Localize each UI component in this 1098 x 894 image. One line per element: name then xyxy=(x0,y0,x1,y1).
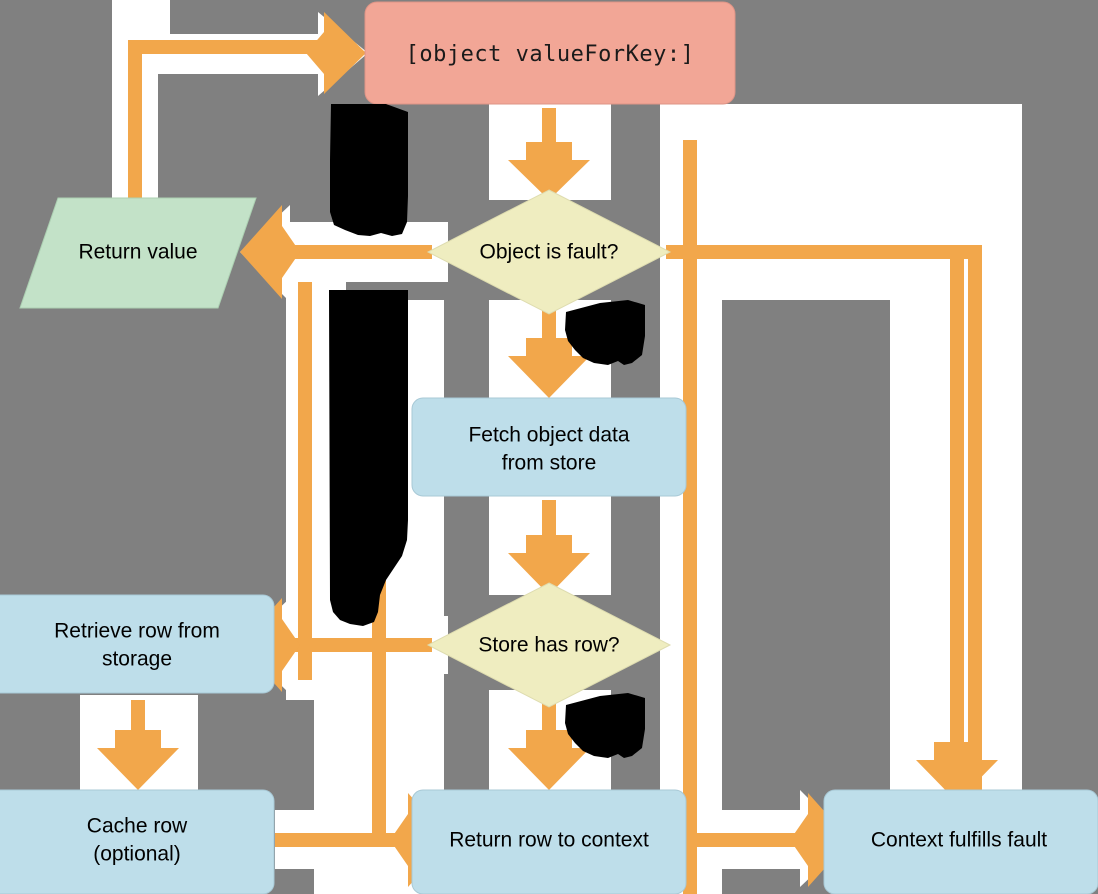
cache-row-line1: Cache row xyxy=(87,815,188,838)
node-retrieve-row[interactable]: Retrieve row from storage xyxy=(0,594,275,694)
object-is-fault-shape[interactable] xyxy=(426,189,672,315)
return-value-shape[interactable] xyxy=(19,197,257,309)
entry-box[interactable] xyxy=(364,1,736,105)
cache-row-box[interactable] xyxy=(0,789,275,894)
arrowhead-down-into-context xyxy=(916,742,998,802)
occlusion-blobs xyxy=(329,104,645,758)
arrowhead-into-cache xyxy=(97,730,179,790)
line-decision1-right-loop xyxy=(666,245,982,894)
fetch-object-data-box[interactable] xyxy=(411,397,687,497)
object-is-fault-label: Object is fault? xyxy=(480,241,619,264)
arrowhead-into-entry xyxy=(306,12,366,94)
occlusion-upper-left xyxy=(330,104,408,236)
retrieve-row-line2: storage xyxy=(102,648,172,671)
arrowhead-into-context xyxy=(790,793,850,887)
node-return-row-to-context[interactable]: Return row to context xyxy=(411,789,687,894)
store-has-row-shape[interactable] xyxy=(426,582,672,708)
arrowhead-into-return-value xyxy=(240,205,300,299)
context-fulfills-fault-box[interactable] xyxy=(823,789,1098,894)
fetch-object-data-line1: Fetch object data xyxy=(468,424,629,447)
cache-row-line2: (optional) xyxy=(93,843,181,866)
node-fetch-object-data[interactable]: Fetch object data from store xyxy=(411,397,687,497)
arrowhead-into-fetch xyxy=(508,338,590,398)
arrowhead-into-decision2 xyxy=(508,535,590,595)
node-context-fulfills-fault[interactable]: Context fulfills fault xyxy=(823,789,1098,894)
occlusion-fault-no-branch xyxy=(565,300,645,365)
line-feedback-to-entry xyxy=(128,40,330,200)
node-store-has-row[interactable]: Store has row? xyxy=(426,582,672,708)
return-row-to-context-label: Return row to context xyxy=(449,829,649,852)
return-row-to-context-box[interactable] xyxy=(411,789,687,894)
node-entry[interactable]: [object valueForKey:] xyxy=(364,1,736,105)
return-value-label: Return value xyxy=(78,241,197,264)
arrowhead-into-decision1 xyxy=(508,142,590,200)
retrieve-row-line1: Retrieve row from xyxy=(54,620,220,643)
node-return-value[interactable]: Return value xyxy=(19,197,257,309)
context-fulfills-fault-label: Context fulfills fault xyxy=(871,829,1047,852)
occlusion-store-no-branch xyxy=(565,693,645,758)
node-cache-row[interactable]: Cache row (optional) xyxy=(0,789,275,894)
retrieve-row-box[interactable] xyxy=(0,594,275,694)
node-object-is-fault[interactable]: Object is fault? xyxy=(426,189,672,315)
occlusion-mid-left-column xyxy=(329,290,408,626)
fetch-object-data-line2: from store xyxy=(502,452,597,475)
arrowhead-into-returnrow xyxy=(508,730,590,790)
store-has-row-label: Store has row? xyxy=(478,634,619,657)
entry-label: [object valueForKey:] xyxy=(406,42,695,67)
